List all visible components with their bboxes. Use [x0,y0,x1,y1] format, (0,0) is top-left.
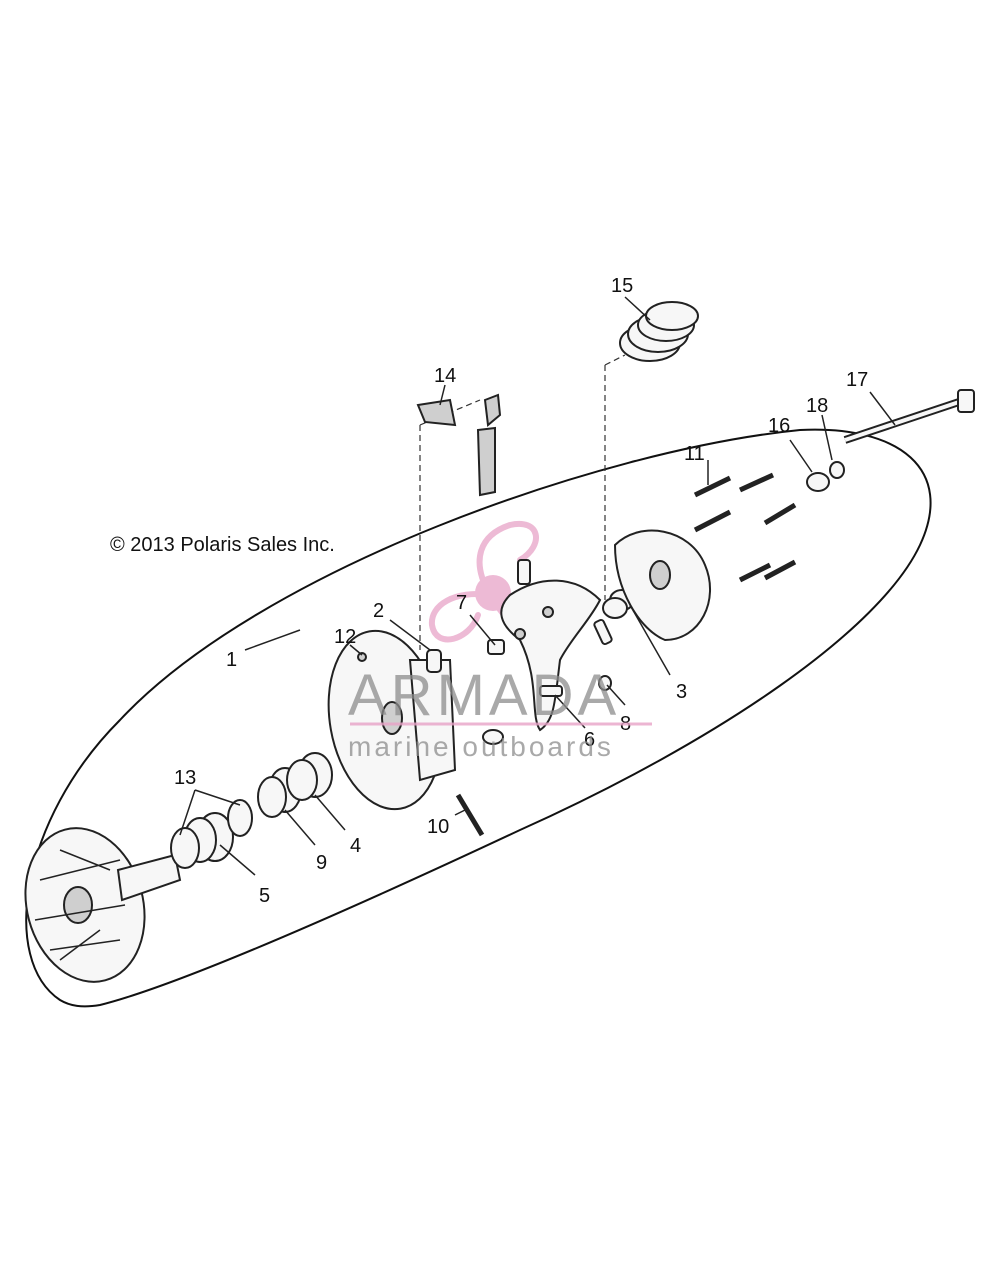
callout-15: 15 [611,275,633,297]
callout-14: 14 [434,365,456,387]
spider-part [500,579,602,732]
callout-11: 11 [684,443,705,465]
moveable-sheave-part [327,629,457,811]
callout-10: 10 [427,816,449,838]
pin-10-part [455,793,485,837]
roller-parts [357,559,613,745]
callout-17: 17 [846,369,868,391]
callout-7: 7 [456,592,467,614]
ring-13-rear-part [227,799,253,837]
propeller-hub-icon [475,575,511,611]
copyright-text: © 2013 Polaris Sales Inc. [110,534,335,556]
washer-16-part [806,472,830,492]
alignment-line-spring-2 [604,354,626,366]
callout-3: 3 [676,681,687,703]
spring-15-part [619,301,699,362]
callout-18: 18 [806,395,828,417]
watermark-brand: ARMADA [348,663,620,728]
callout-13: 13 [174,767,196,789]
assembly-outline [25,428,932,1008]
callout-1: 1 [226,649,237,671]
callout-5: 5 [259,885,270,907]
callout-2: 2 [373,600,384,622]
callout-16: 16 [768,415,790,437]
callout-9: 9 [316,852,327,874]
callout-4: 4 [350,835,361,857]
bushing-4-part [286,752,333,801]
watermark-tagline: marine outboards [348,731,614,762]
callout-6: 6 [584,729,595,751]
ring-13-front-part [170,827,200,869]
bolt-17-part [843,389,975,444]
clutch-cover-part [613,529,711,642]
callout-12: 12 [334,626,356,648]
screws-11-part [693,472,797,583]
fixed-sheave-part [24,827,182,983]
weights-14-part [416,393,502,497]
washer-18-part [829,461,845,479]
